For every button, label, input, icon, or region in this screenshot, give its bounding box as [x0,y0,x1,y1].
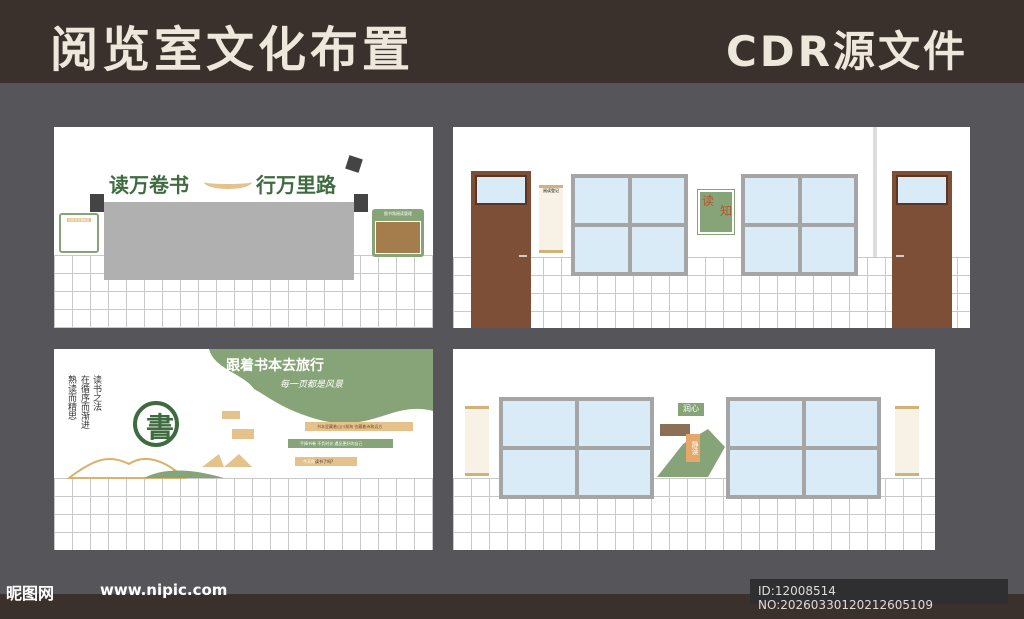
quote-line-3: 今天你读书了吗? [295,457,357,466]
scroll-title: 阅读登记 [543,188,559,193]
book-emblem: 書 [146,411,175,444]
wood-plate [660,424,690,436]
window [741,174,858,276]
vertical-couplet-3: 熟读而精思 [66,375,76,420]
notice-board: 阅览室管理制度 [59,213,99,253]
green-hills-backdrop [66,349,433,479]
quote-line-1: 书本里藏着山川湖海 也藏着诗和远方 [305,422,413,431]
wall-bracket [354,194,368,212]
scroll-poster: 阅读登记 [539,185,563,253]
reading-sign: 读 知 [697,189,735,235]
image-id: ID:12008514 NO:20260330120212605109 [750,579,1008,612]
highlight-text: 今天你 [303,459,315,464]
window [726,397,881,499]
window [571,174,688,276]
watermark-url: www.nipic.com [100,581,228,599]
question-text: 读书了吗? [315,459,334,464]
watermark-logo: 昵图网 [6,584,55,603]
wall-render-2: 阅读登记 读 知 [453,127,970,328]
wall-render-4: 润心 静读 [453,349,935,550]
bulletin-board: 图书角阅读管理 [372,209,424,257]
sign-char: 读 [702,194,715,208]
lamp-icon [345,155,363,173]
page-title: 阅览室文化布置 [50,22,415,78]
quote-line-2: 手捧书卷 不负时光 遇见更好的自己 [288,439,393,448]
wall-render-3: 書 跟着书本去旅行 每一页都是风景 读书之法 在循序而渐进 熟读而精思 书本里藏… [54,349,433,550]
slogan-left: 读万卷书 [109,173,189,197]
tagline: 每一页都是风景 [280,380,344,390]
sign-char: 知 [720,204,733,218]
projection-screen [104,202,354,280]
headline: 跟着书本去旅行 [226,358,324,374]
wall-bracket [90,194,104,212]
pipe [873,127,877,257]
vertical-couplet-1: 读书之法 [91,375,101,411]
slogan-right: 行万里路 [256,173,336,197]
bulletin-title: 图书角阅读管理 [384,211,412,216]
file-type-label: CDR源文件 [725,27,968,76]
window [499,397,654,499]
notice-title: 阅览室管理制度 [67,218,91,222]
cork-board [375,221,421,254]
header-bar [0,0,1024,83]
scroll-poster [895,406,919,476]
scroll-poster [465,406,489,476]
wall-render-1: 读万卷书 行万里路 阅览室管理制度 图书角阅读管理 [54,127,433,328]
label-jingdu: 静读 [686,434,700,462]
label-runxin: 润心 [678,403,704,416]
door-right [892,171,952,328]
door-left [471,171,531,328]
open-book-icon [204,175,252,189]
vertical-couplet-2: 在循序而渐进 [79,375,89,429]
